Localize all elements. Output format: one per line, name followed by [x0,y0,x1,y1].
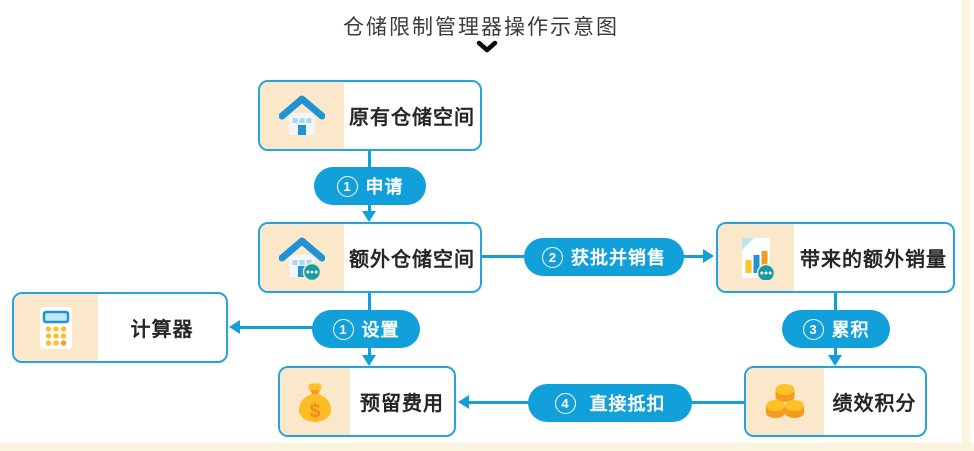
step-label: 获批并销售 [571,248,666,268]
step-label: 设置 [361,320,400,340]
house-ellipsis-icon [260,224,344,291]
node-reserved-fee: $ 预留费用 [278,366,456,437]
step-setup: 1 设置 [312,310,420,348]
page-edge-right [962,0,970,451]
step-number: 4 [554,392,576,414]
node-label: 带来的额外销量 [800,249,947,271]
node-original-storage: 原有仓储空间 [258,80,482,151]
node-extra-storage: 额外仓储空间 [258,222,482,293]
step-approve-sell: 2 获批并销售 [524,238,684,276]
step-deduct: 4 直接抵扣 [528,384,692,422]
step-number: 3 [802,318,824,340]
arrowhead-setup-left [229,320,240,334]
step-label: 累积 [831,320,870,340]
arrowhead-deduct [458,395,469,409]
chart-document-icon [718,224,794,291]
step-label: 直接抵扣 [589,394,666,414]
coins-icon [746,368,824,435]
arrowhead-accumulate [828,355,842,366]
arrowhead-setup-down [362,355,376,366]
node-label: 预留费用 [360,393,444,415]
money-bag-icon: $ [280,368,350,435]
diagram-title: 仓储限制管理器操作示意图 [343,16,619,39]
page-edge-bottom [0,443,974,451]
node-label: 原有仓储空间 [349,107,475,129]
step-label: 申请 [365,177,404,197]
step-number: 1 [332,318,354,340]
calculator-icon [14,294,98,361]
chevron-down-icon [476,40,498,53]
node-calculator: 计算器 [12,292,228,363]
connector-setup-left [240,326,314,329]
node-label: 绩效积分 [832,393,917,415]
svg-text:$: $ [310,401,321,422]
step-apply: 1 申请 [314,167,426,205]
step-number: 2 [542,246,563,268]
node-extra-sales: 带来的额外销量 [716,222,955,293]
step-number: 1 [336,175,358,197]
step-accumulate: 3 累积 [782,310,890,348]
node-label: 额外仓储空间 [349,249,475,271]
arrowhead-apply [362,211,376,222]
house-icon [260,82,344,149]
node-performance-points: 绩效积分 [744,366,927,437]
node-label: 计算器 [130,319,194,341]
arrowhead-approve-sell [703,249,714,263]
